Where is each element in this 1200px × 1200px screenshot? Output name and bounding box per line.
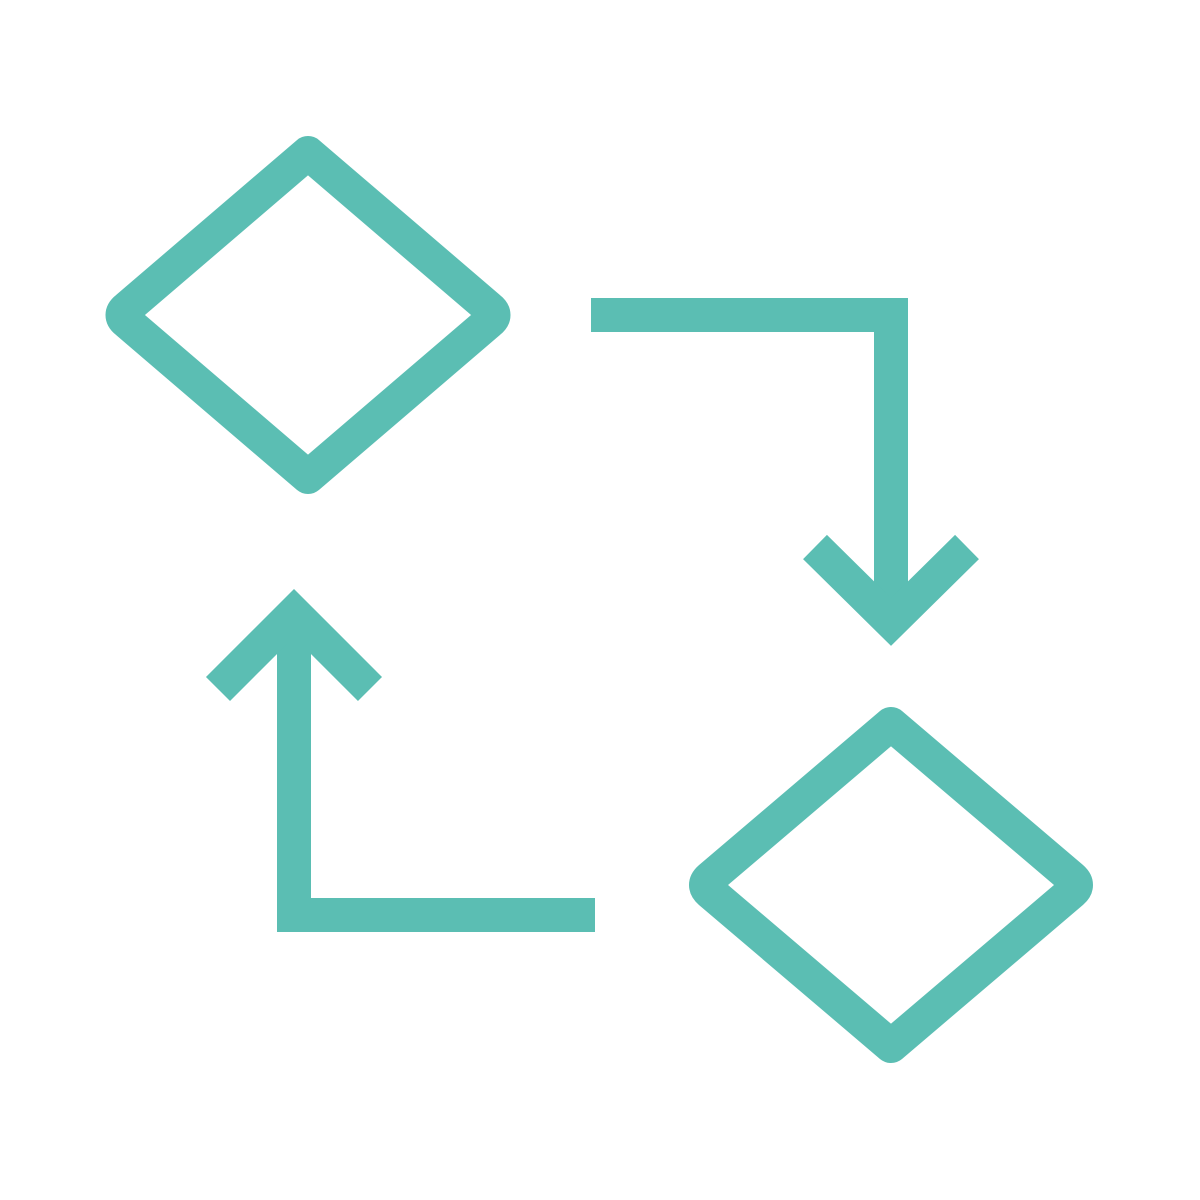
arrow-left-up-line xyxy=(277,613,595,932)
decision-diamond-top-left-icon xyxy=(105,136,511,495)
arrow-left-up-icon xyxy=(205,588,595,932)
arrow-right-down-icon xyxy=(591,298,979,646)
arrow-right-down-line xyxy=(591,298,908,620)
arrow-up-head-icon xyxy=(205,588,383,702)
arrow-down-head-icon xyxy=(803,534,979,646)
decision-diamond-bottom-right-icon xyxy=(689,707,1093,1063)
